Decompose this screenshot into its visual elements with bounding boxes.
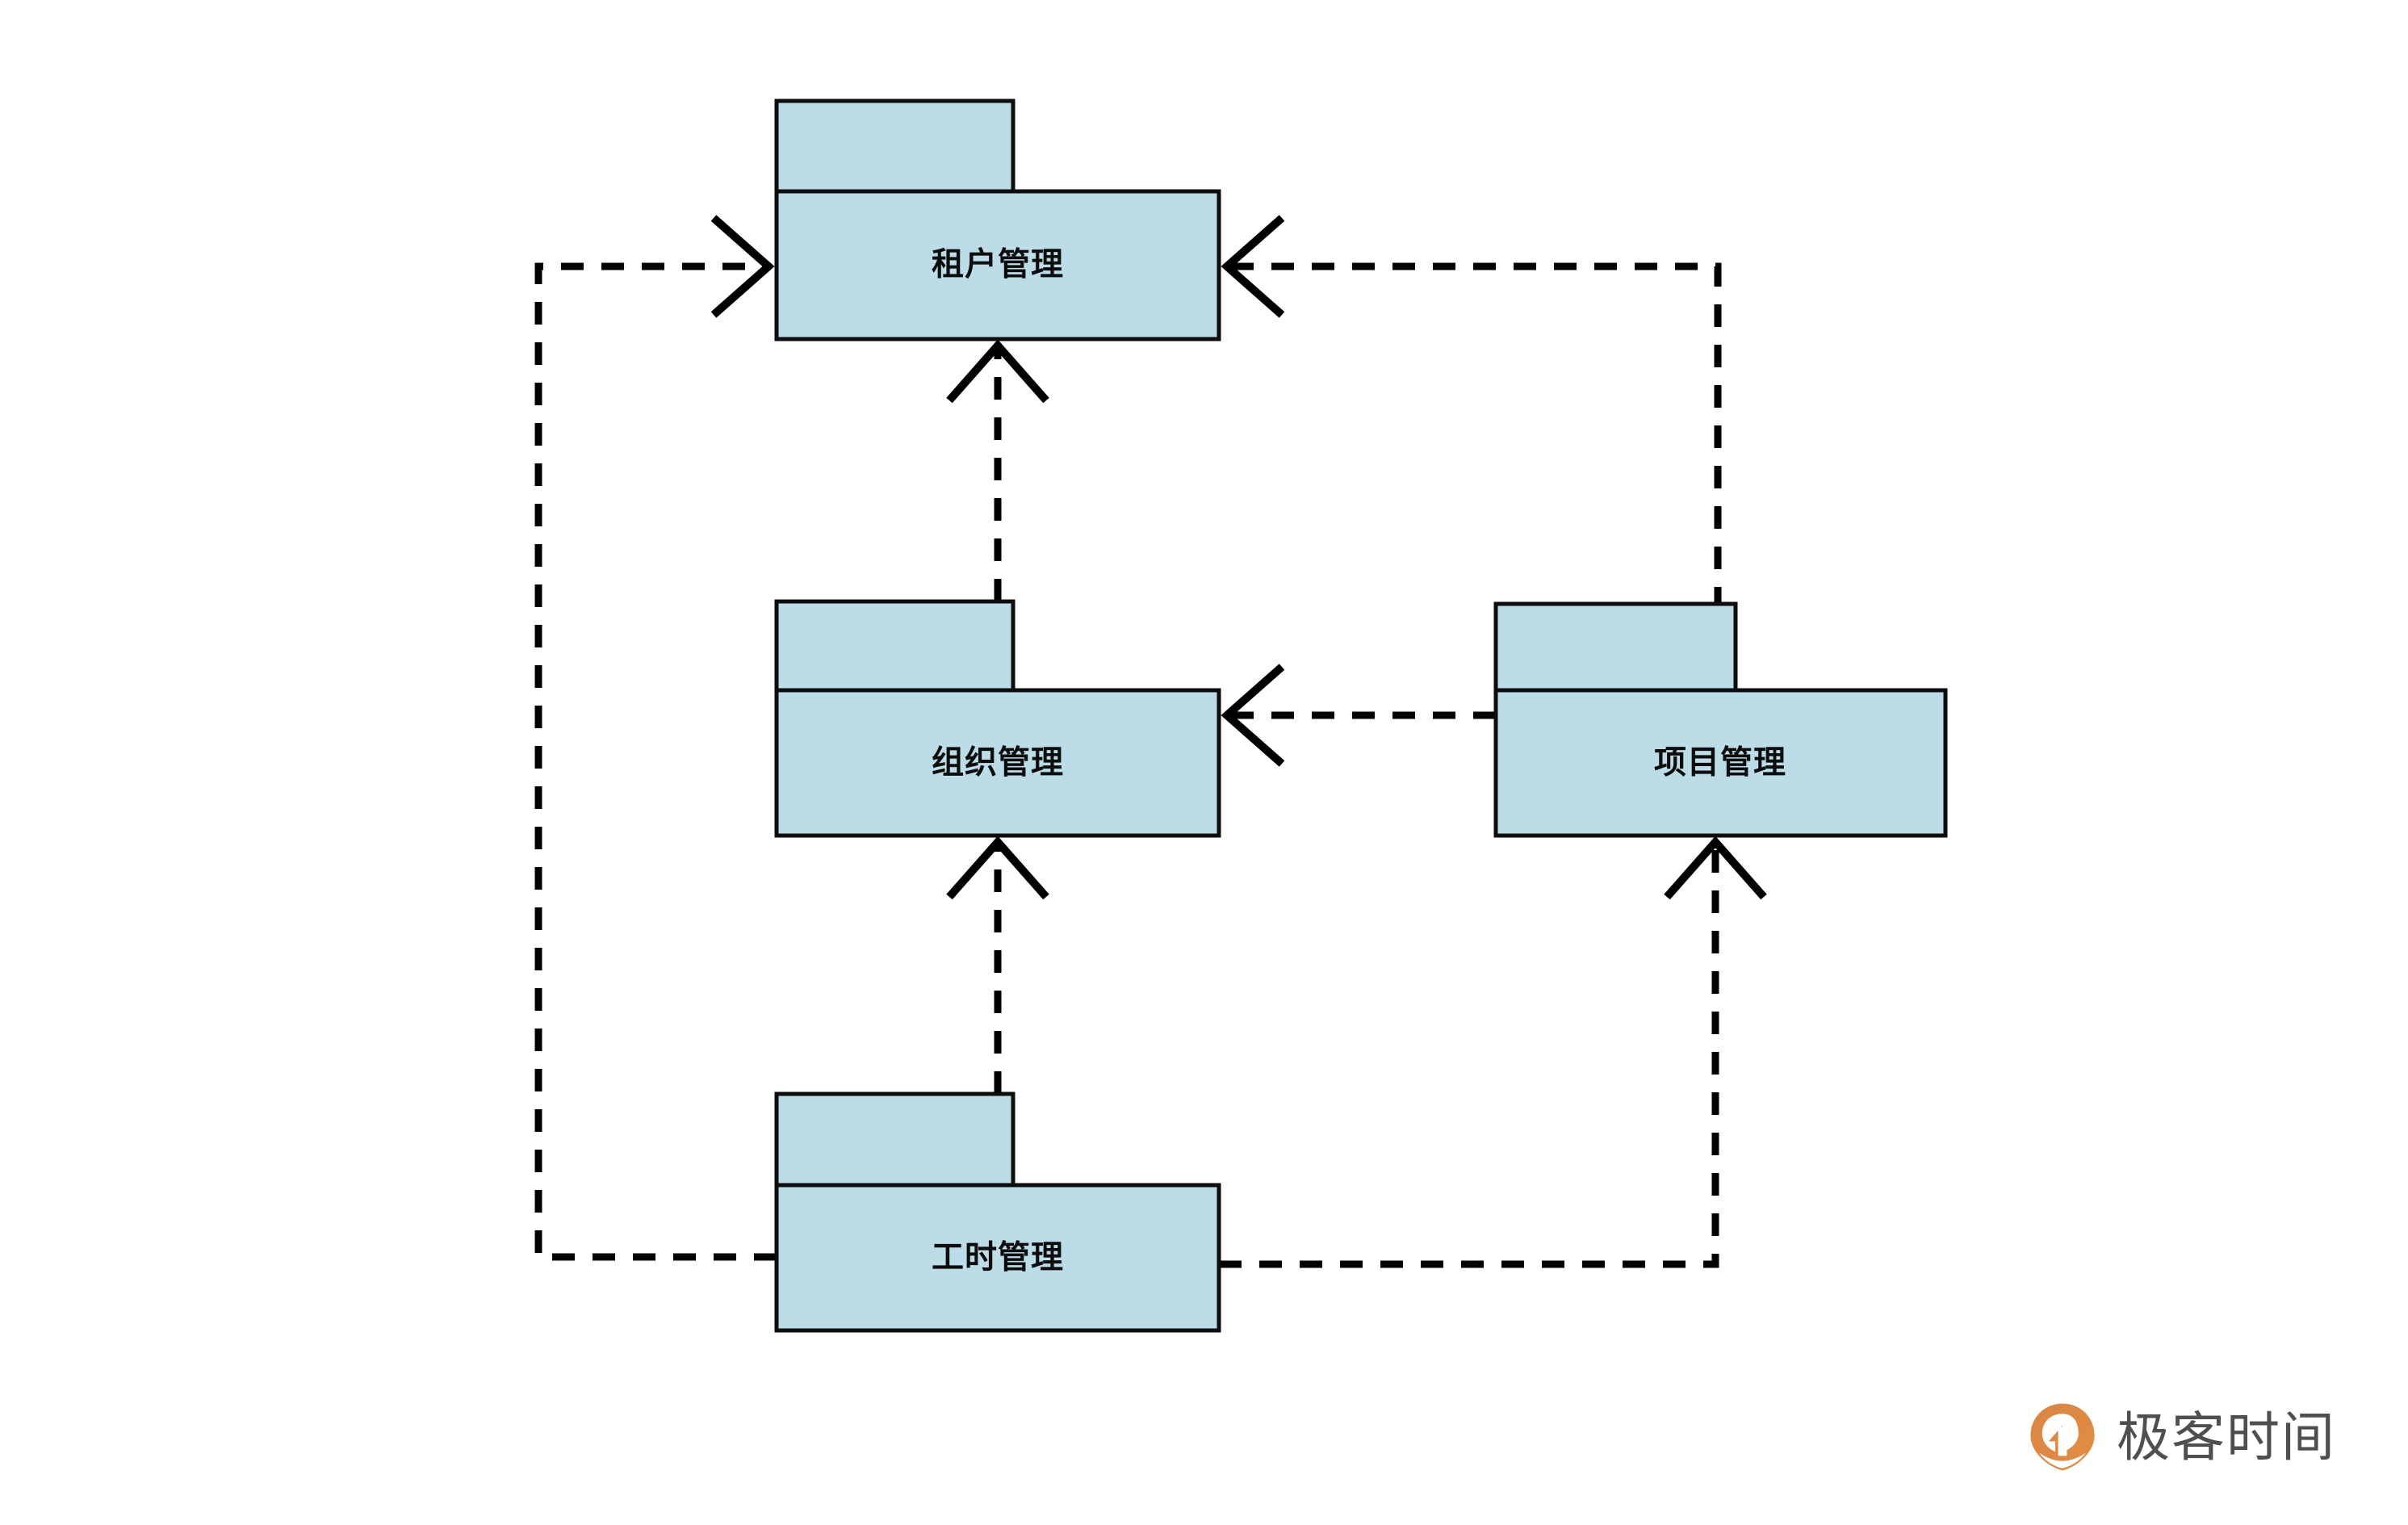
watermark-text: 极客时间 bbox=[2117, 1407, 2336, 1467]
package-tenant[interactable]: 租户管理 bbox=[774, 98, 1221, 341]
package-tab bbox=[774, 1091, 1016, 1188]
package-label: 租户管理 bbox=[932, 247, 1064, 283]
package-body bbox=[1493, 688, 1948, 838]
arrowhead-icon bbox=[946, 339, 1049, 404]
package-body bbox=[774, 688, 1221, 838]
dependency-project-to-org bbox=[1221, 664, 1496, 767]
package-body bbox=[774, 1183, 1221, 1333]
package-label: 项目管理 bbox=[1654, 745, 1786, 781]
package-timesheet[interactable]: 工时管理 bbox=[774, 1091, 1221, 1333]
dependency-timesheet-to-project bbox=[1219, 836, 1767, 1268]
package-tab bbox=[774, 98, 1016, 194]
package-tab bbox=[1493, 601, 1738, 693]
dependency-project-to-tenant bbox=[1221, 215, 1722, 690]
dependency-timesheet-to-org bbox=[946, 836, 1049, 1094]
arrowhead-icon bbox=[1221, 664, 1285, 767]
package-project[interactable]: 项目管理 bbox=[1493, 601, 1948, 838]
dependency-edges bbox=[534, 215, 1767, 1268]
arrowhead-icon bbox=[946, 836, 1049, 900]
packages: 租户管理 组织管理 项目管理 工时管理 bbox=[774, 98, 1948, 1333]
watermark: 极客时间 bbox=[2026, 1401, 2336, 1473]
dependency-timesheet-to-tenant bbox=[534, 215, 777, 1261]
geektime-logo-icon bbox=[2026, 1401, 2099, 1473]
dependency-line bbox=[534, 262, 777, 1261]
dependency-line bbox=[1219, 845, 1719, 1268]
dependency-line bbox=[1230, 262, 1722, 690]
package-tab bbox=[774, 599, 1016, 693]
dependency-org-to-tenant bbox=[946, 339, 1049, 601]
arrowhead-icon bbox=[710, 215, 775, 318]
package-org[interactable]: 组织管理 bbox=[774, 599, 1221, 838]
arrowhead-icon bbox=[1664, 836, 1767, 900]
package-body bbox=[774, 189, 1221, 341]
package-label: 组织管理 bbox=[932, 745, 1064, 781]
package-label: 工时管理 bbox=[932, 1240, 1064, 1276]
arrowhead-icon bbox=[1221, 215, 1285, 318]
